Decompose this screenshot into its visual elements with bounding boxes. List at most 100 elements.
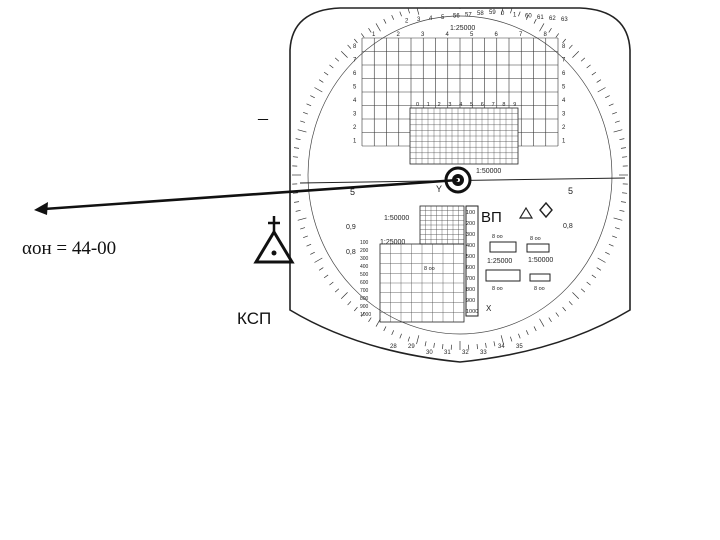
tick-mark xyxy=(477,1,478,6)
tick-mark xyxy=(619,210,625,212)
tick-mark xyxy=(548,317,552,322)
grid-col-label: 6 xyxy=(495,32,499,38)
tick-mark xyxy=(323,71,329,76)
grid-row-label: 1 xyxy=(562,139,566,145)
rim-number: 35 xyxy=(516,344,523,350)
tick-mark xyxy=(622,192,628,194)
tick-mark xyxy=(347,44,352,49)
distance-label: 200 xyxy=(466,221,475,227)
church-triangle-icon xyxy=(253,216,295,264)
tick-mark xyxy=(303,235,308,239)
distance-label: 200 xyxy=(360,248,369,254)
grid-row-label: 5 xyxy=(353,85,357,91)
grid-row-label: 1 xyxy=(353,139,357,145)
scale-left2-label: 1:25000 xyxy=(380,239,405,246)
tick-mark xyxy=(306,103,312,107)
tick-mark xyxy=(476,344,478,350)
arrow-head-icon xyxy=(34,202,48,215)
distance-label: 800 xyxy=(466,287,475,293)
tick-mark xyxy=(539,23,545,32)
distance-label: 100 xyxy=(360,240,369,246)
tick-mark xyxy=(300,227,306,230)
tick-mark xyxy=(318,79,324,83)
tick-mark xyxy=(391,330,395,336)
lower-scale-grid: 1002003004005006007008009001000100200300… xyxy=(360,205,478,323)
tick-mark xyxy=(329,281,334,286)
tick-mark xyxy=(548,28,552,33)
tick-mark xyxy=(399,11,402,17)
tick-mark xyxy=(614,120,620,123)
inner-col-label: 3 xyxy=(448,102,451,108)
rim-number: 60 xyxy=(525,14,532,20)
tick-mark xyxy=(424,341,427,347)
tick-mark xyxy=(591,274,597,279)
grid-col-label: 1 xyxy=(372,32,376,38)
rim-number: 4 xyxy=(429,16,433,22)
tick-mark xyxy=(597,257,606,263)
tick-mark xyxy=(580,57,586,62)
tick-mark xyxy=(295,210,301,212)
tick-mark xyxy=(383,326,387,332)
inner-ring xyxy=(307,15,613,335)
tick-mark xyxy=(555,33,560,38)
tick-mark xyxy=(485,342,487,348)
small-scale-label: 8 оо xyxy=(534,286,545,292)
tick-mark xyxy=(368,28,372,33)
tick-mark xyxy=(586,64,591,69)
distance-label: 300 xyxy=(360,256,369,262)
tick-mark xyxy=(533,326,537,332)
inner-col-label: 8 xyxy=(502,102,505,108)
triangle-icon xyxy=(518,206,534,219)
tick-mark xyxy=(510,336,513,342)
distance-label: 900 xyxy=(360,304,369,310)
tick-mark xyxy=(442,344,444,350)
rim-number: 30 xyxy=(426,350,433,356)
tick-mark xyxy=(500,335,504,345)
distance-label: 300 xyxy=(466,232,475,238)
scale-box-1 xyxy=(489,241,517,253)
value-08-right: 0,8 xyxy=(563,223,573,230)
tick-mark xyxy=(525,14,529,20)
tick-mark xyxy=(340,51,348,58)
tick-mark xyxy=(347,301,352,306)
grid-col-label: 4 xyxy=(446,32,450,38)
rim-number: 56 xyxy=(453,14,460,20)
grid-row-label: 3 xyxy=(562,112,566,118)
tick-mark xyxy=(334,288,340,293)
grid-row-label: 7 xyxy=(562,58,566,64)
rim-number: 61 xyxy=(537,15,544,21)
rim-number: 28 xyxy=(390,344,397,350)
tick-mark xyxy=(306,243,312,247)
tick-mark xyxy=(612,111,617,115)
tick-mark xyxy=(619,138,625,140)
tick-mark xyxy=(300,120,306,123)
vp-label: ВП xyxy=(481,209,502,226)
inner-col-label: 2 xyxy=(438,102,441,108)
scale-top-label: 1:25000 xyxy=(450,25,475,32)
distance-label: 1000 xyxy=(360,312,371,318)
distance-label: 400 xyxy=(360,264,369,270)
inner-col-label: 6 xyxy=(481,102,484,108)
tick-mark xyxy=(580,288,586,293)
tick-mark xyxy=(597,87,606,93)
distance-label: 600 xyxy=(466,265,475,271)
tick-mark xyxy=(383,18,387,24)
azimuth-label: αон = 44-00 xyxy=(22,238,116,259)
grid-col-label: 5 xyxy=(470,32,474,38)
tick-mark xyxy=(613,129,623,133)
distance-label: 700 xyxy=(466,276,475,282)
inner-col-label: 7 xyxy=(492,102,495,108)
tick-mark xyxy=(596,267,602,271)
tick-mark xyxy=(518,11,521,17)
tick-mark xyxy=(334,57,340,62)
tick-mark xyxy=(368,317,372,322)
rim-number: 5 xyxy=(441,15,445,21)
grid-row-label: 2 xyxy=(353,125,357,131)
tick-mark xyxy=(612,235,617,239)
tick-mark xyxy=(329,64,334,69)
scale-box-2 xyxy=(526,243,550,253)
tick-mark xyxy=(568,301,573,306)
